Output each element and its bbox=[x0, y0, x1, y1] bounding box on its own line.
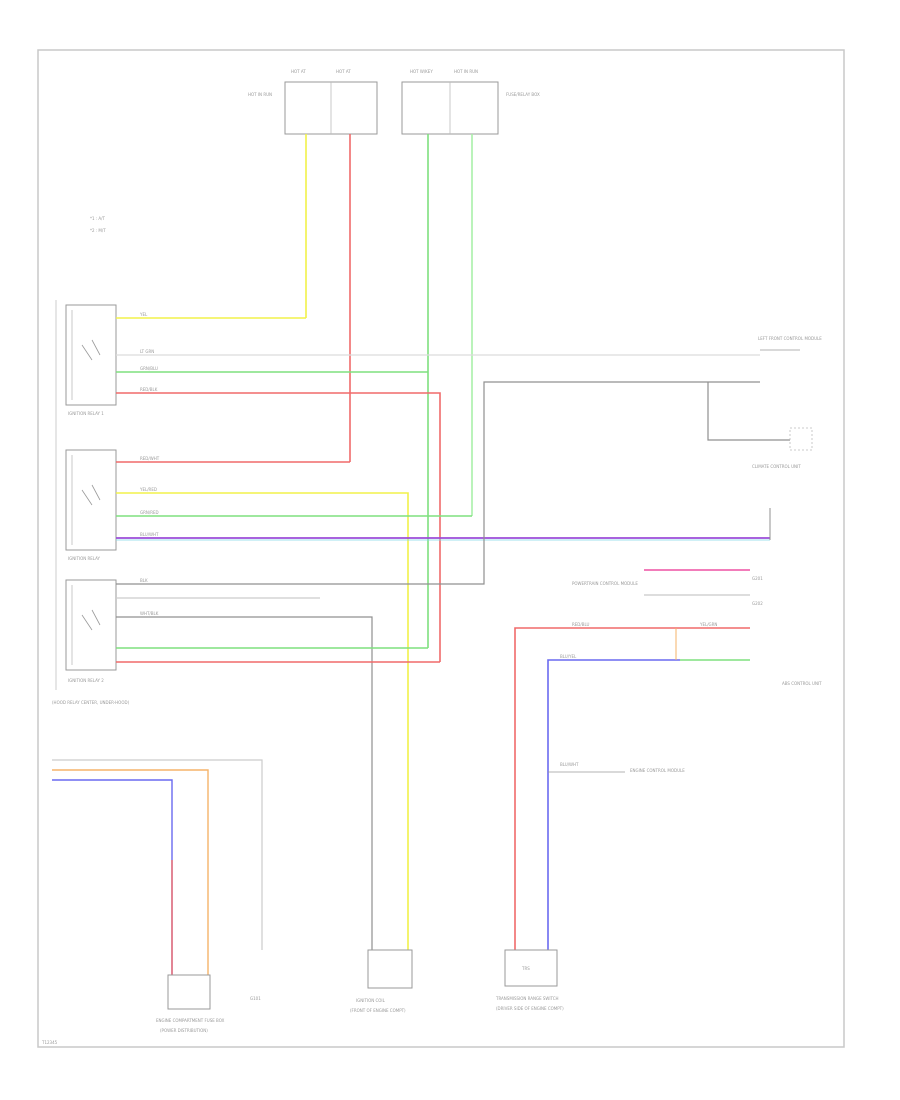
right-wire-a: RED/BLU bbox=[572, 622, 590, 627]
fuse-box-right-title: FUSE/RELAY BOX bbox=[506, 92, 540, 97]
page-code: T12345 bbox=[41, 1040, 58, 1045]
relay-2-name: IGNITION RELAY bbox=[68, 556, 101, 561]
right-wire-c: BLU/YEL bbox=[560, 654, 577, 659]
wire-label-yel-b: YEL/RED bbox=[139, 487, 157, 492]
right-mid-component: CLIMATE CONTROL UNIT bbox=[752, 427, 813, 469]
relay-3: IGNITION RELAY 2 (HOOD RELAY CENTER, UND… bbox=[52, 579, 130, 705]
fuse-box-left: HOT AT HOT AT HOT IN RUN bbox=[248, 69, 378, 135]
bottom-mid-comp-label: IGNITION COIL bbox=[356, 998, 386, 1003]
bottom-right-comp-label: TRANSMISSION RANGE SWITCH bbox=[495, 996, 559, 1001]
relay-2: IGNITION RELAY bbox=[65, 449, 117, 561]
right-gnd-b: G202 bbox=[752, 601, 763, 606]
wire-orange-bl bbox=[52, 769, 209, 975]
wire-red-r1 bbox=[116, 392, 441, 662]
fuse-box-right-top-b: HOT IN RUN bbox=[454, 69, 478, 74]
wire-yellow-r2 bbox=[116, 492, 409, 950]
wire-label-grn-a: GRN/BLU bbox=[140, 366, 158, 371]
right-wire-b: YEL/GRN bbox=[699, 622, 717, 627]
right-bottom-comp: ABS CONTROL UNIT bbox=[782, 681, 822, 686]
diagram-frame bbox=[37, 49, 845, 1048]
wire-label-red-c: RED/WHT bbox=[140, 456, 160, 461]
wire-label-wht: WHT/BLK bbox=[140, 611, 159, 616]
wire-gray-right-loop bbox=[707, 382, 790, 441]
wire-label-yel: YEL bbox=[139, 312, 148, 317]
fuse-box-right-top-a: HOT W/KEY bbox=[410, 69, 433, 74]
legend-2: *2 : M/T bbox=[90, 228, 106, 233]
wire-label-grn-b: GRN/RED bbox=[140, 510, 159, 515]
bottom-left-comp-label: ENGINE COMPARTMENT FUSE BOX bbox=[156, 1018, 225, 1023]
right-conn-label: POWERTRAIN CONTROL MODULE bbox=[572, 581, 638, 586]
bottom-left-component: ENGINE COMPARTMENT FUSE BOX (POWER DISTR… bbox=[156, 974, 225, 1033]
wire-label-blk: BLK bbox=[140, 578, 148, 583]
fuse-box-left-top-a: HOT AT bbox=[291, 69, 306, 74]
relay-3-name: IGNITION RELAY 2 bbox=[68, 678, 104, 683]
legend-1: *1 : A/T bbox=[90, 216, 106, 221]
bottom-right-comp-sub: (DRIVER SIDE OF ENGINE COMPT) bbox=[496, 1006, 564, 1011]
bottom-mid-component: IGNITION COIL (FRONT OF ENGINE COMPT) bbox=[350, 949, 413, 1013]
relay-1-name: IGNITION RELAY 1 bbox=[68, 411, 104, 416]
wire-label-red-a: RED/BLK bbox=[140, 387, 158, 392]
mid-right-label: ENGINE CONTROL MODULE bbox=[630, 768, 685, 773]
right-top-comp-label: LEFT FRONT CONTROL MODULE bbox=[758, 336, 822, 341]
right-top-component: LEFT FRONT CONTROL MODULE bbox=[758, 336, 822, 351]
mid-right-wire: BLU/WHT bbox=[560, 762, 579, 767]
bottom-mid-comp-sub: (FRONT OF ENGINE COMPT) bbox=[350, 1008, 406, 1013]
wire-gray-r3-top bbox=[116, 381, 760, 585]
relay-3-sub: (HOOD RELAY CENTER, UNDER-HOOD) bbox=[52, 700, 130, 705]
wire-label-blu-b: BLU/WHT bbox=[140, 532, 159, 537]
right-gnd-a: G201 bbox=[752, 576, 763, 581]
wire-gray-bl bbox=[52, 759, 263, 950]
wire-blue-lower-right bbox=[547, 659, 680, 950]
fuse-box-right: HOT W/KEY HOT IN RUN FUSE/RELAY BOX bbox=[401, 69, 540, 135]
bottom-ground-label: G101 bbox=[250, 996, 261, 1001]
fuse-box-left-title: HOT IN RUN bbox=[248, 92, 272, 97]
fuse-box-left-top-b: HOT AT bbox=[336, 69, 351, 74]
bottom-right-box: TRS bbox=[521, 966, 530, 971]
wire-gray-r3-mid bbox=[116, 616, 373, 950]
wire-label-ltgrn: LT GRN bbox=[140, 349, 154, 354]
bottom-right-component: TRS TRANSMISSION RANGE SWITCH (DRIVER SI… bbox=[495, 949, 564, 1011]
bottom-left-comp-sub: (POWER DISTRIBUTION) bbox=[160, 1028, 208, 1033]
right-mid-comp-label: CLIMATE CONTROL UNIT bbox=[752, 464, 801, 469]
wire-red-lower-right bbox=[514, 627, 750, 950]
